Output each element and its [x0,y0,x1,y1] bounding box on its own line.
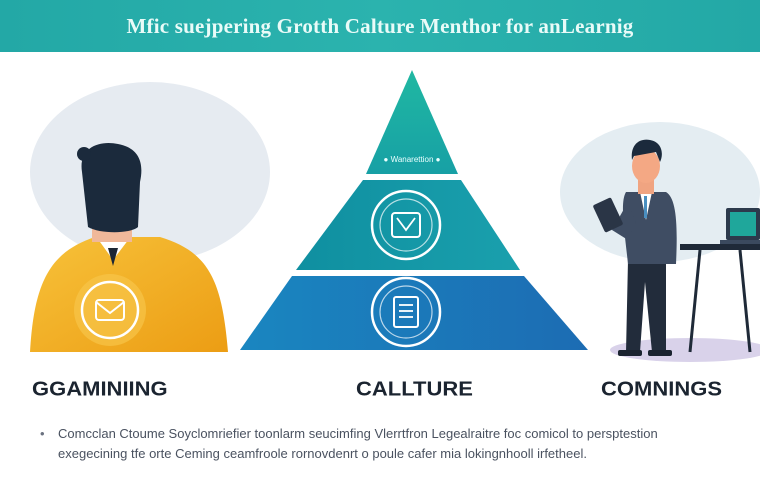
label-left: GGAMINIING [32,377,168,401]
illustration: ● Wanarettion ● [30,70,760,362]
pyramid-mid-icon-ring [370,189,442,261]
page-title: Mfic suejpering Grotth Calture Menthor f… [126,13,634,38]
floor-shadow [610,338,760,362]
right-person-legs [626,260,666,352]
right-person-face [632,149,660,183]
right-person-arm [612,202,636,240]
pyramid-tier-top-text: ● Wanarettion ● [384,155,441,164]
left-badge-ring [80,280,140,340]
left-person-hair [81,142,142,233]
note-line-1: Comcclan Ctoume Soyclomriefier toonlarm … [58,426,658,441]
right-person-jacket [622,192,677,264]
pyramid-tier-middle [296,180,520,270]
pyramid-bottom-icon-ring [370,276,442,348]
label-right: COMNINGS [601,377,722,401]
label-middle: CALLTURE [356,377,473,401]
badge-frame-icon [391,212,421,238]
desk [680,208,760,353]
list-item: Comcclan Ctoume Soyclomriefier toonlarm … [40,424,720,464]
pyramid-tier-bottom [240,276,588,350]
right-person-hair [631,139,662,162]
left-person [30,142,228,352]
right-person [593,139,677,356]
tablet-icon [593,197,623,233]
pyramid-tier-top [366,70,458,174]
notes-list: Comcclan Ctoume Soyclomriefier toonlarm … [40,424,720,464]
note-line-2: exegecining tfe orte Ceming ceamfroole r… [58,446,587,461]
left-background-blob [30,82,270,262]
laptop-icon [720,208,760,244]
pyramid: ● Wanarettion ● [240,70,588,350]
header-banner: Mfic suejpering Grotth Calture Menthor f… [0,0,760,52]
document-icon [393,296,419,328]
left-badge-glow [74,274,146,346]
envelope-icon [95,299,125,321]
left-person-tie [108,248,118,266]
